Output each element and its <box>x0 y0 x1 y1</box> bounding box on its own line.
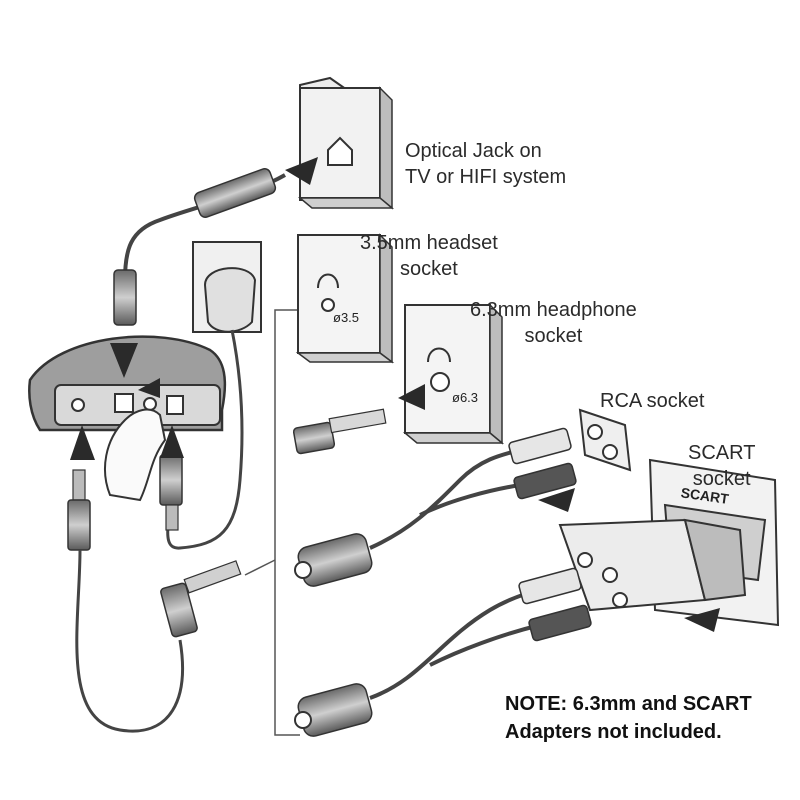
arrow-optical-icon <box>285 157 318 185</box>
headset-label-line1: 3.5mm headset <box>360 232 498 254</box>
headset-label-line2: socket <box>400 258 458 280</box>
headphone-adapter <box>292 408 387 455</box>
mm63-mark: ø6.3 <box>452 390 478 405</box>
headset-socket-label: 3.5mm headset socket <box>360 230 498 282</box>
headphone-label-line2: socket <box>524 325 583 347</box>
note-text: NOTE: 6.3mm and SCART Adapters not inclu… <box>505 690 752 746</box>
rca-socket-label: RCA socket <box>600 390 705 412</box>
arrow-rca-icon <box>538 488 575 512</box>
hand-illustration <box>104 408 167 502</box>
optical-label-line1: Optical Jack on <box>405 140 542 162</box>
transmitter-base <box>28 335 227 432</box>
scart-splitter-cable <box>294 567 592 737</box>
scart-socket-label: SCART socket <box>688 440 755 492</box>
optical-cable <box>113 168 286 326</box>
scart-plate-mark: SCART <box>680 484 730 507</box>
rca-splitter-cable <box>294 427 577 587</box>
arrow-down-optical-icon <box>110 343 138 378</box>
mm35-mark: ø3.5 <box>333 310 359 325</box>
note-line1: NOTE: 6.3mm and SCART <box>505 693 752 715</box>
rca-socket-plate <box>578 408 632 472</box>
arrow-up-power-icon <box>160 425 184 458</box>
scart-label-line2: socket <box>692 468 751 490</box>
scart-adapter <box>558 518 747 612</box>
audio-cable <box>67 469 242 733</box>
arrow-up-audio-icon <box>70 425 95 460</box>
bracket-line <box>274 309 305 736</box>
power-adapter <box>159 241 262 550</box>
scart-label-line1: SCART <box>688 442 756 464</box>
arrow-scart-icon <box>684 608 720 632</box>
note-line2: Adapters not included. <box>505 721 722 743</box>
headphone-label-line1: 6.3mm headphone <box>470 299 637 321</box>
headphone-socket-plate <box>402 303 505 445</box>
arrow-headphone-icon <box>398 384 425 410</box>
optical-jack-label: Optical Jack on TV or HIFI system <box>405 138 566 190</box>
optical-jack-plate <box>297 76 395 210</box>
headphone-socket-label: 6.3mm headphone socket <box>470 297 637 349</box>
headset-socket-plate <box>295 233 395 364</box>
arrow-left-port-icon <box>138 378 160 398</box>
optical-label-line2: TV or HIFI system <box>405 166 567 188</box>
